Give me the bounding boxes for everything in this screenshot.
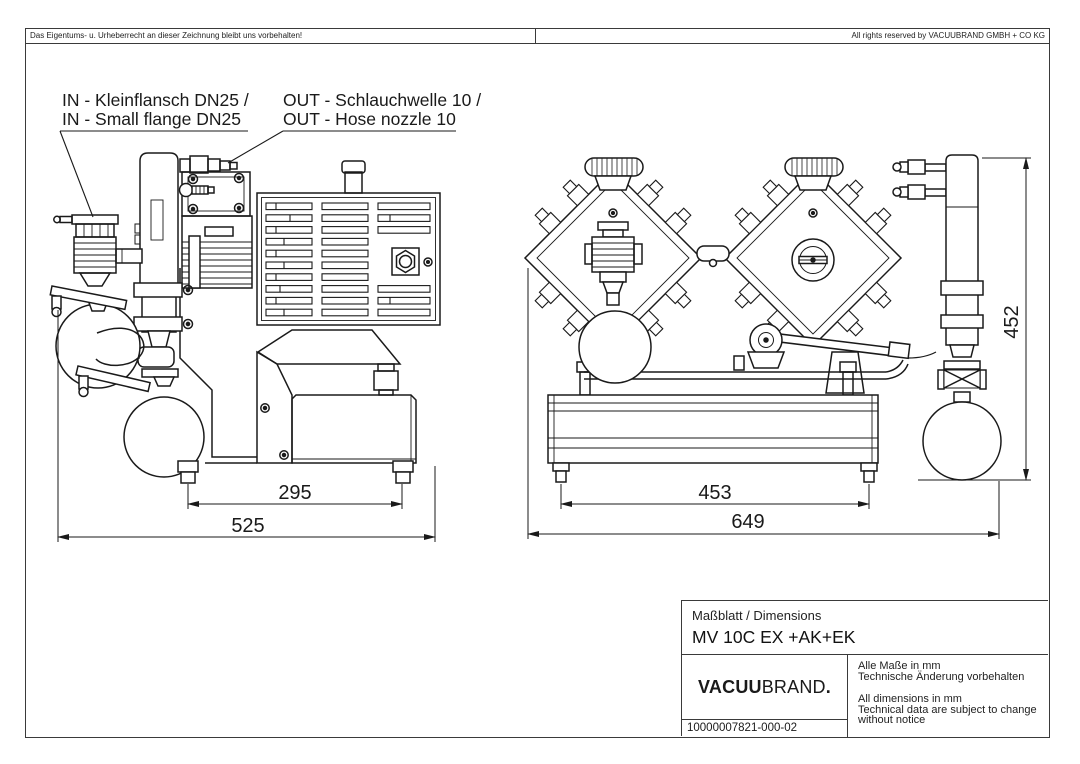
label-leaders [59,130,456,218]
side-view-dimensions [57,310,436,542]
dim-295: 295 [278,482,311,504]
in-label: IN - Kleinflansch DN25 / IN - Small flan… [62,91,249,129]
note-en-3: without notice [858,714,926,726]
logo-regular: BRAND [761,676,826,697]
title-block: Maßblatt / Dimensions MV 10C EX +AK+EK V… [681,600,1048,737]
out-label-line2: OUT - Hose nozzle 10 [283,109,456,129]
copyright-note-de: Das Eigentums- u. Urheberrecht an dieser… [26,29,536,43]
side-view [49,152,441,484]
logo-dot: . [825,676,831,697]
note-de-2: Technische Änderung vorbehalten [858,670,1025,683]
in-label-line2: IN - Small flange DN25 [62,109,241,129]
note-en-1: All dimensions in mm [858,693,962,705]
model-name: MV 10C EX +AK+EK [692,627,856,647]
out-label-line1: OUT - Schlauchwelle 10 / [283,90,482,110]
logo-bold: VACUU [698,676,762,697]
title-block-header: Maßblatt / Dimensions MV 10C EX +AK+EK [682,601,1048,655]
in-label-line1: IN - Kleinflansch DN25 / [62,90,249,110]
note-en-2: Technical data are subject to change [858,703,1037,716]
document-type: Maßblatt / Dimensions [692,608,822,623]
dim-649: 649 [731,511,764,533]
front-view [523,154,1002,483]
part-number: 10000007821-000-02 [682,719,847,737]
dim-452: 452 [1001,305,1023,338]
copyright-note-en: All rights reserved by VACUUBRAND GMBH +… [851,31,1045,40]
note-de-1: Alle Maße in mm [858,660,941,672]
notes-cell: Alle Maße in mm Technische Änderung vorb… [848,655,1048,737]
front-view-dimensions [527,157,1031,539]
header-bar: Das Eigentums- u. Urheberrecht an dieser… [26,29,1049,44]
out-label: OUT - Schlauchwelle 10 / OUT - Hose nozz… [283,91,481,129]
drawing-frame: Das Eigentums- u. Urheberrecht an dieser… [25,28,1050,738]
dim-525: 525 [231,515,264,537]
dim-453: 453 [698,482,731,504]
